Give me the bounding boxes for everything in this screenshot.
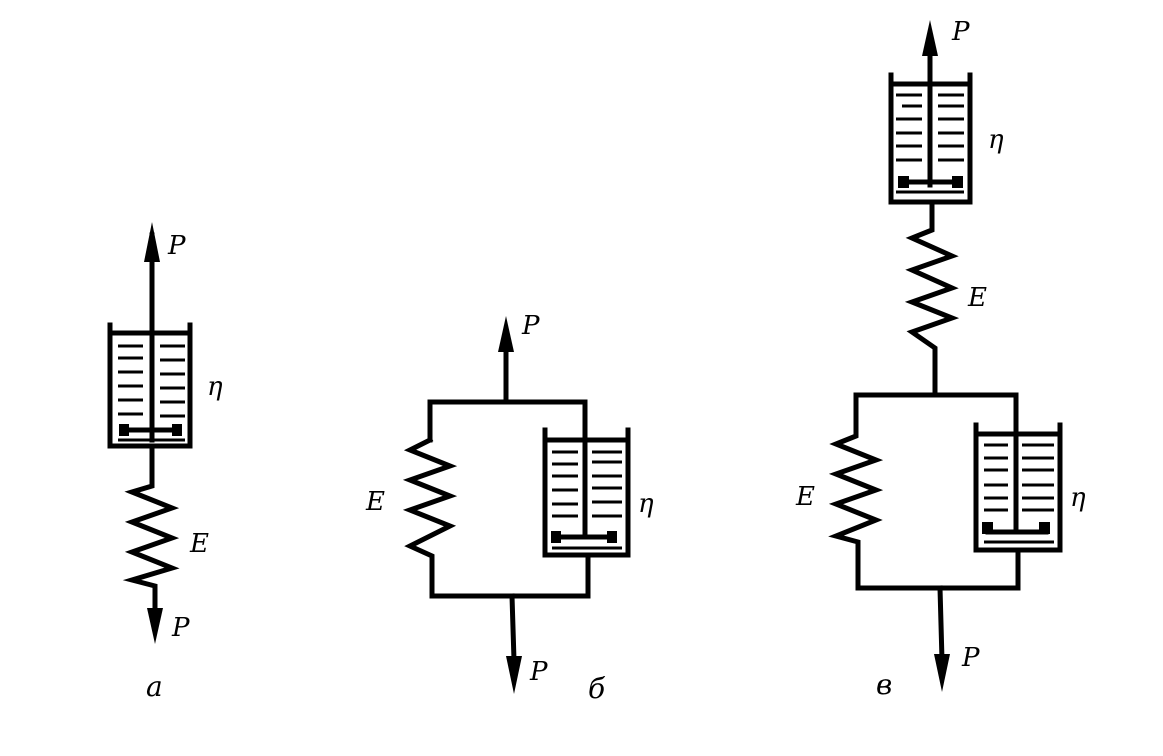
force-label-top: P (951, 17, 970, 47)
dashpot-label: η (638, 489, 654, 519)
dashpot-label-top: η (988, 125, 1004, 155)
spring-label: E (795, 482, 815, 512)
force-label-bottom: P (529, 657, 548, 687)
dashpot-label: η (207, 372, 223, 402)
panel-b: P E η P б (365, 311, 654, 705)
dashpot-label: η (1070, 483, 1086, 513)
force-label-bottom: P (961, 643, 980, 673)
arrowhead-down-icon (934, 654, 950, 692)
top-bar (853, 392, 1019, 433)
spring-label-top: E (967, 283, 987, 313)
dashpot (973, 392, 1063, 553)
spring (402, 436, 591, 599)
force-arrow-down (937, 585, 945, 663)
arrowhead-up-icon (498, 316, 514, 352)
arrowhead-up-icon (144, 222, 160, 262)
dashpot (107, 322, 193, 449)
arrowhead-up-icon (922, 20, 938, 56)
arrowhead-down-icon (147, 608, 163, 644)
panel-caption: в (876, 668, 892, 701)
panel-caption: а (146, 670, 163, 703)
panel-caption: б (588, 672, 606, 705)
spring-top (904, 199, 960, 398)
arrowhead-down-icon (506, 656, 522, 694)
force-arrow-down (509, 593, 517, 663)
panel-c: P η E E (795, 17, 1086, 701)
force-label-top: P (167, 231, 186, 261)
top-bar (427, 399, 588, 443)
spring-label: E (189, 529, 209, 559)
force-label-top: P (521, 311, 540, 341)
dashpot (542, 399, 631, 558)
spring (122, 443, 180, 603)
spring (828, 392, 1021, 591)
force-label-bottom: P (171, 613, 190, 643)
spring-label: E (365, 487, 385, 517)
panel-a: P η E P а (107, 222, 223, 703)
